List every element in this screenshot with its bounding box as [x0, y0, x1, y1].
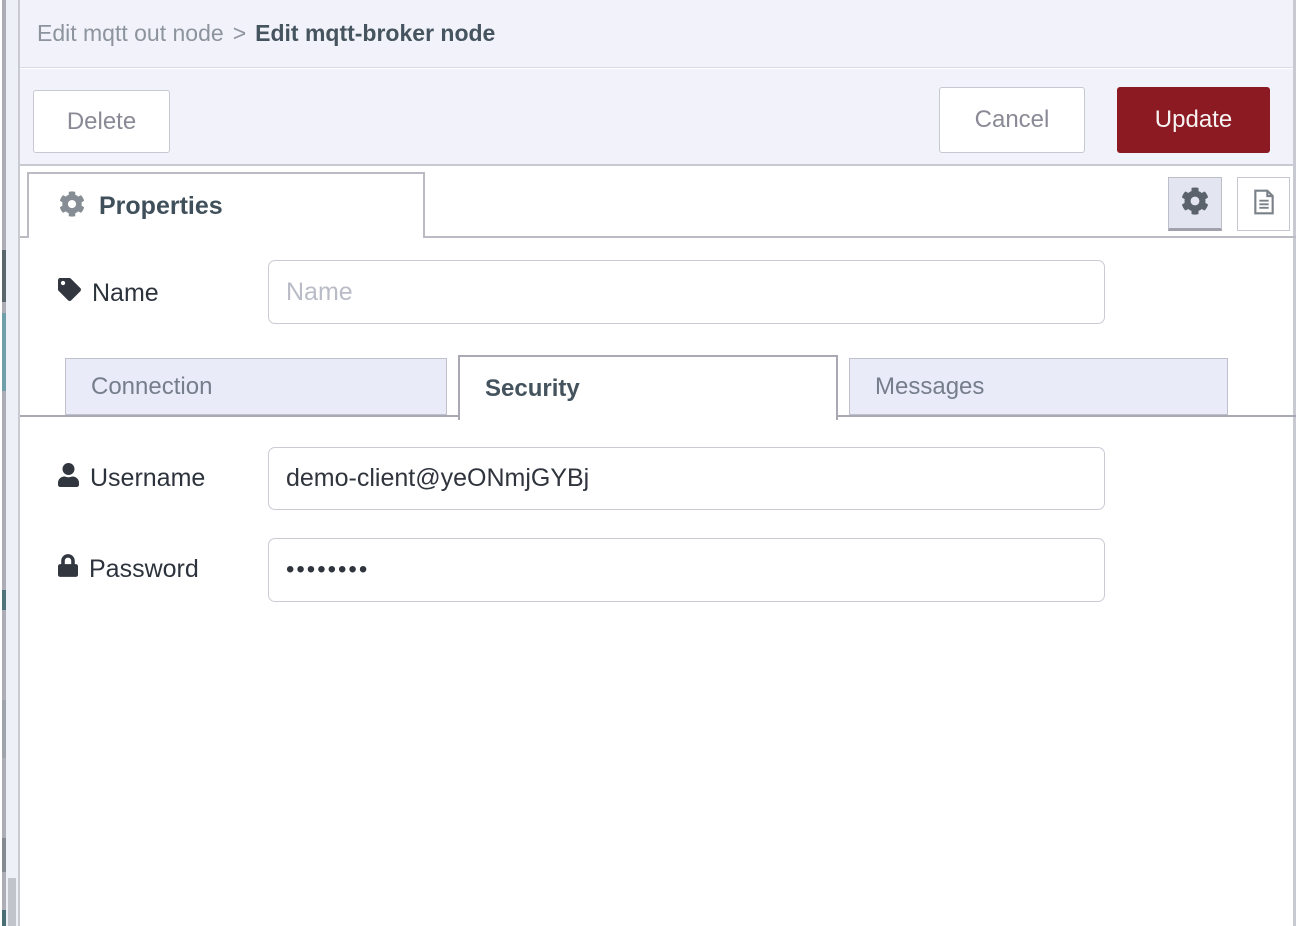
name-input[interactable] [268, 260, 1105, 324]
scrollbar-thumb[interactable] [8, 878, 16, 926]
breadcrumb-parent[interactable]: Edit mqtt out node [37, 20, 224, 46]
username-input[interactable] [268, 447, 1105, 510]
background-palette-fragment [2, 313, 6, 391]
node-description-button[interactable] [1237, 177, 1290, 231]
tag-icon [58, 278, 81, 308]
tab-connection[interactable]: Connection [65, 358, 447, 415]
gutter-divider [18, 0, 20, 926]
lock-icon [58, 554, 78, 584]
background-palette-fragment [2, 590, 6, 610]
password-field-label: Password [58, 554, 199, 584]
background-palette-fragment [2, 838, 6, 872]
node-settings-button[interactable] [1168, 177, 1222, 231]
editor-tab-row-border [20, 236, 1296, 238]
background-palette-fragment [2, 910, 6, 926]
background-palette-fragment [2, 700, 6, 758]
username-field-label: Username [58, 463, 205, 494]
background-palette-fragment [2, 250, 6, 302]
background-workspace-edge [2, 0, 6, 926]
tab-security[interactable]: Security [458, 355, 838, 420]
breadcrumb-separator: > [232, 20, 247, 46]
tab-connection-label: Connection [91, 372, 213, 400]
gear-icon [59, 190, 85, 222]
user-icon [58, 463, 79, 494]
delete-button[interactable]: Delete [33, 90, 170, 153]
name-field-label: Name [58, 278, 159, 308]
dialog-left-gutter [6, 0, 18, 926]
gear-icon [1181, 186, 1209, 220]
tab-messages[interactable]: Messages [849, 358, 1228, 415]
dialog-button-bar: Delete Cancel Update [20, 69, 1293, 166]
cancel-button[interactable]: Cancel [939, 87, 1085, 153]
document-icon [1248, 186, 1280, 223]
password-label-text: Password [89, 554, 199, 583]
update-button[interactable]: Update [1117, 87, 1270, 153]
tab-properties[interactable]: Properties [27, 172, 425, 238]
breadcrumb-current: Edit mqtt-broker node [255, 20, 496, 46]
dialog-body: Properties [20, 166, 1296, 926]
name-label-text: Name [92, 278, 159, 307]
password-input[interactable] [268, 538, 1105, 602]
username-label-text: Username [90, 464, 206, 492]
tab-messages-label: Messages [875, 372, 985, 400]
tab-properties-label: Properties [99, 191, 223, 220]
tab-security-label: Security [485, 374, 580, 402]
dialog-header: Edit mqtt out node > Edit mqtt-broker no… [20, 0, 1293, 68]
edit-dialog-panel: Edit mqtt out node > Edit mqtt-broker no… [20, 0, 1296, 926]
